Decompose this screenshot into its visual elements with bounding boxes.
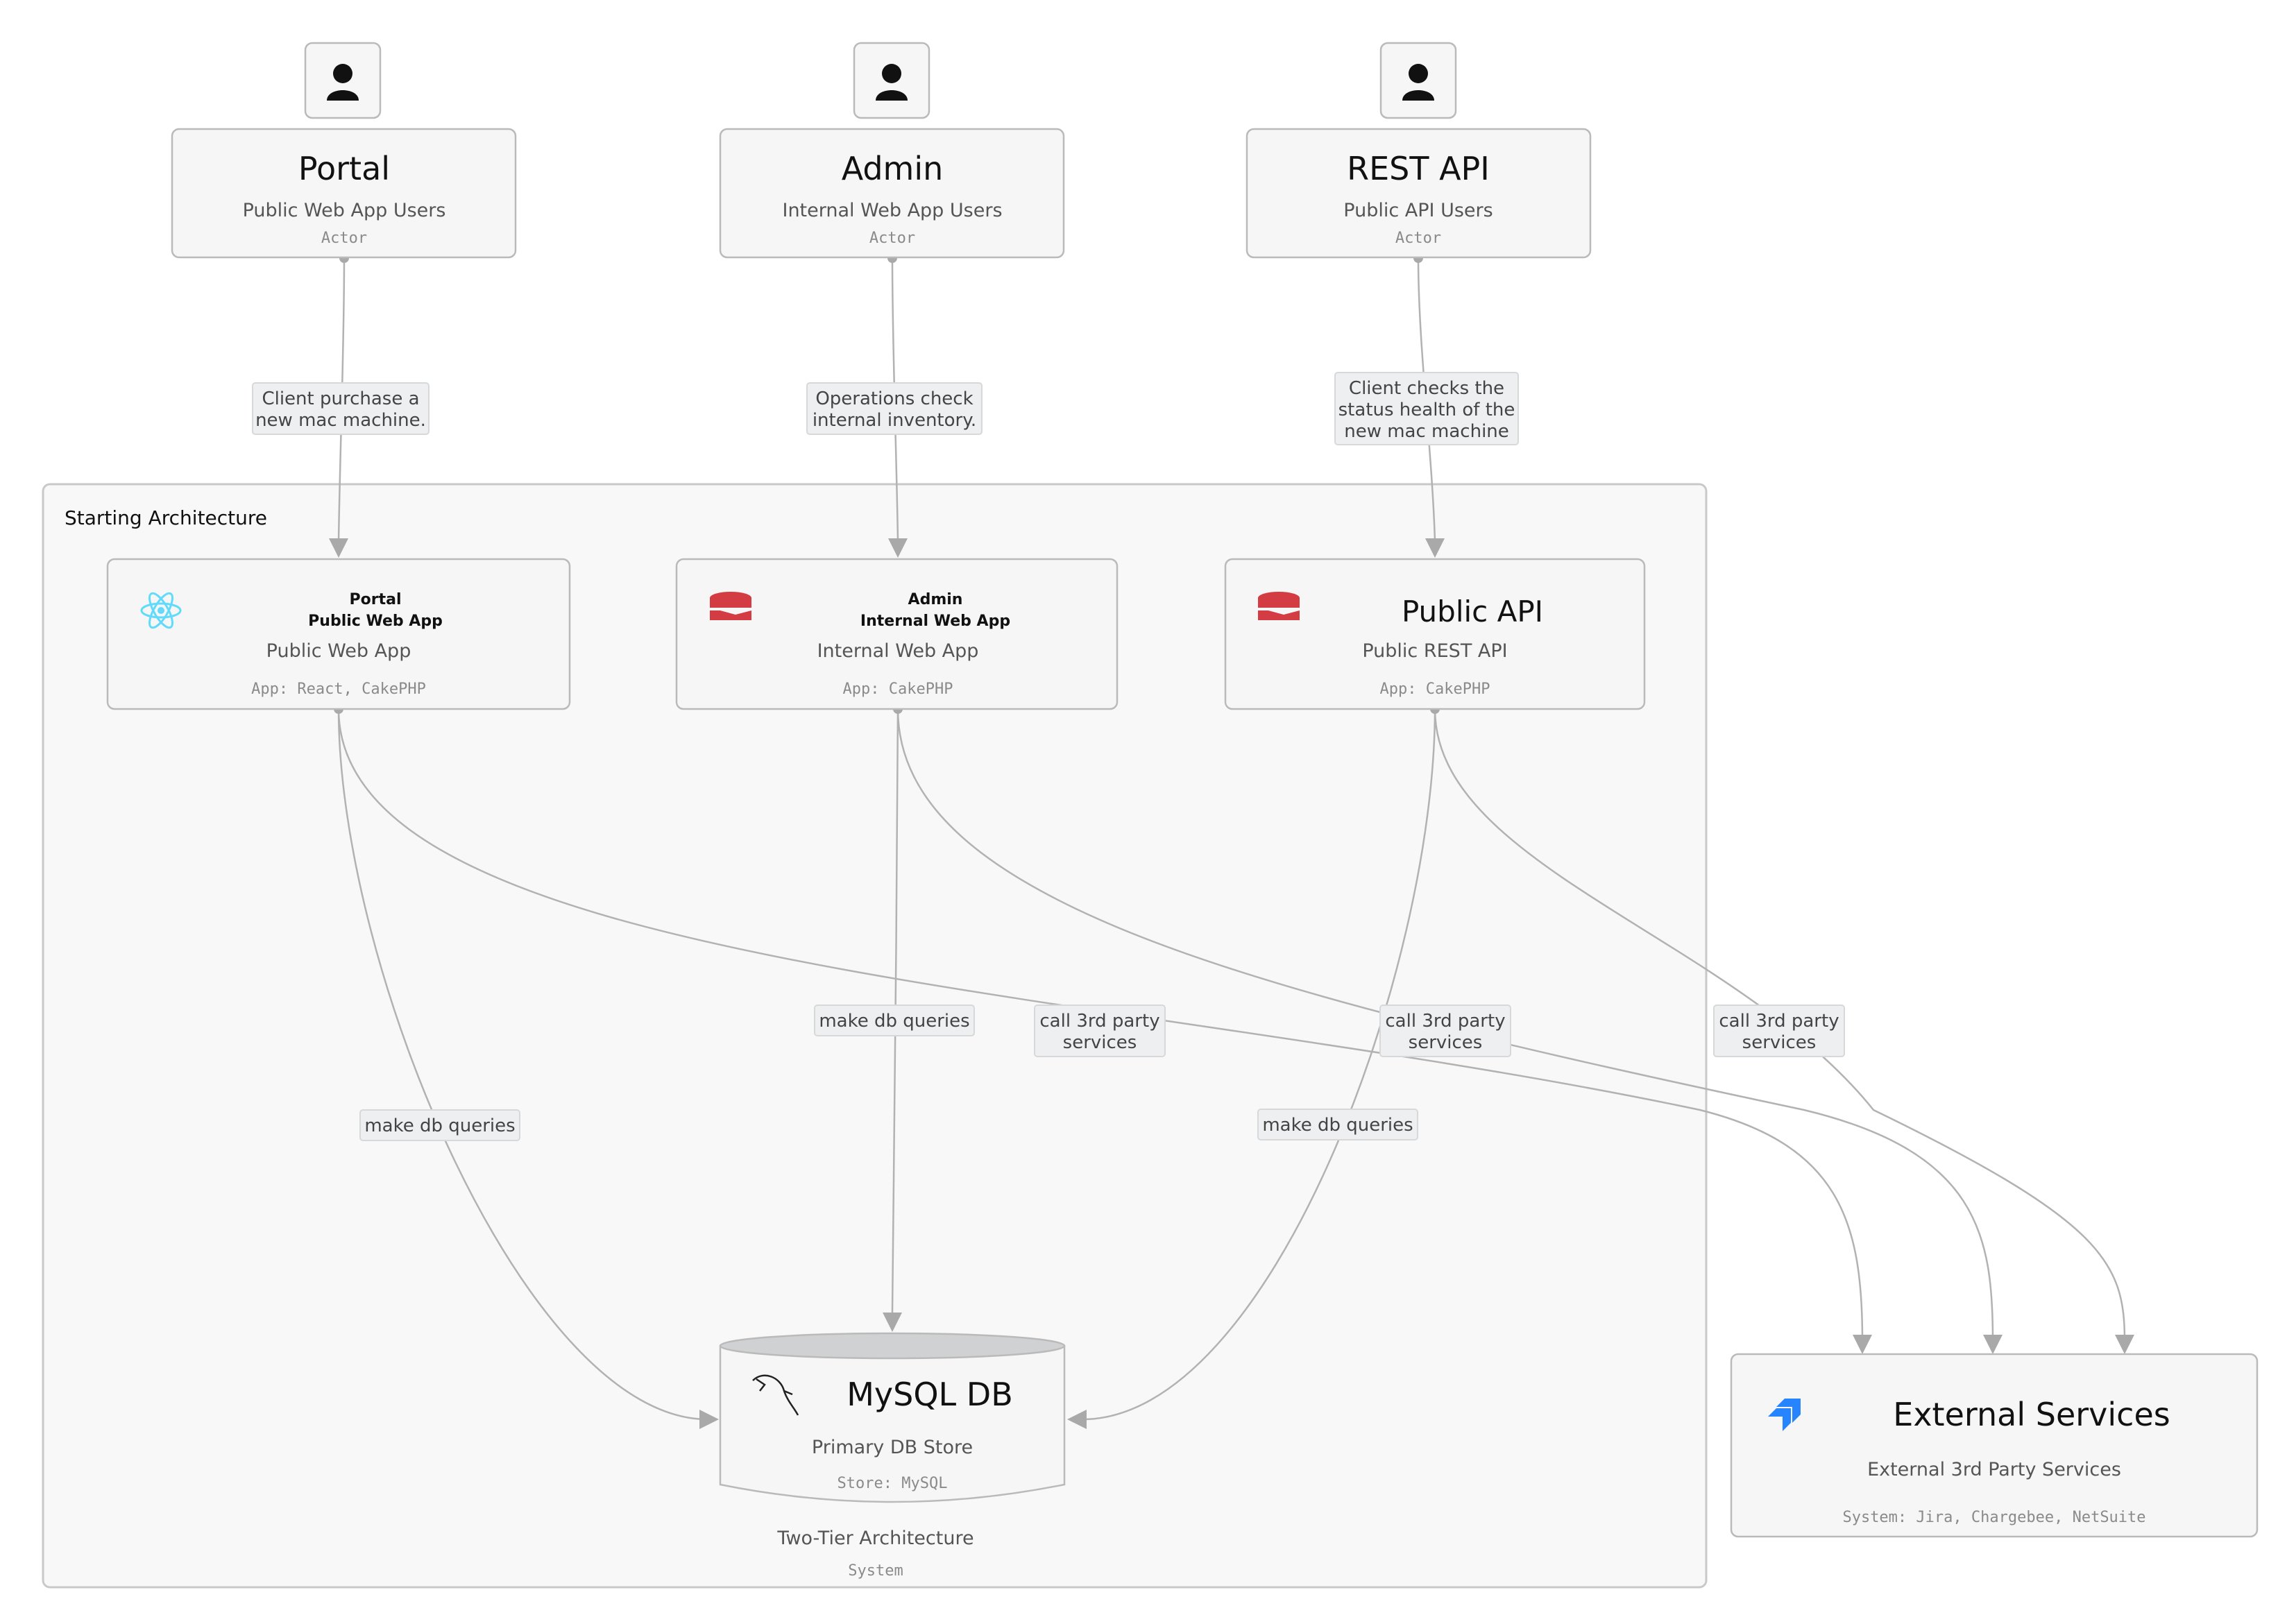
database-mysql[interactable]: MySQL DB Primary DB Store Store: MySQL <box>719 1332 1066 1503</box>
external-title: External Services <box>1893 1396 2170 1433</box>
edge-admin-app-to-external <box>896 708 1994 1341</box>
actor-type: Actor <box>321 230 367 247</box>
edge-label-line: new mac machine. <box>255 410 426 431</box>
edge-label-line: services <box>1409 1032 1483 1053</box>
group-footer-type: System <box>848 1562 903 1580</box>
edge-label-portal: Client purchase a new mac machine. <box>252 382 430 435</box>
edge-label-line: Client purchase a <box>262 388 419 409</box>
arrowhead <box>883 1313 902 1332</box>
actor-title: REST API <box>1347 150 1490 187</box>
group-title: Starting Architecture <box>65 506 267 529</box>
edge-label-line: call 3rd party <box>1719 1011 1839 1032</box>
arrowhead <box>1425 538 1445 558</box>
edge-label-line: call 3rd party <box>1039 1011 1159 1032</box>
edge-label-rest: Client checks the status health of the n… <box>1334 372 1519 445</box>
edge-label-3rd-admin: call 3rd party services <box>1379 1005 1511 1057</box>
edge-public-api-to-external <box>1434 708 2126 1341</box>
app-subtitle: Public Web App <box>266 640 411 662</box>
app-subtitle: Public REST API <box>1362 640 1507 662</box>
edge-label-line: new mac machine <box>1344 421 1509 442</box>
edge-label-line: services <box>1063 1032 1137 1053</box>
edge-portal-app-to-external <box>337 708 1864 1341</box>
db-title: MySQL DB <box>847 1376 1013 1413</box>
edge-label-line: call 3rd party <box>1385 1011 1505 1032</box>
actor-type: Actor <box>869 230 915 247</box>
app-name-line2: Internal Web App <box>860 613 1010 630</box>
app-portal[interactable]: Portal Public Web App Public Web App App… <box>106 558 571 710</box>
edge-label-admin: Operations check internal inventory. <box>806 382 983 435</box>
db-type: Store: MySQL <box>838 1475 948 1492</box>
person-icon <box>876 64 908 101</box>
actor-type: Actor <box>1395 230 1441 247</box>
edge-label-3rd-api: call 3rd party services <box>1713 1005 1845 1057</box>
actor-rest-api[interactable]: REST API Public API Users Actor <box>1245 42 1592 259</box>
app-public-api[interactable]: Public API Public REST API App: CakePHP <box>1224 558 1646 710</box>
cakephp-icon <box>1258 592 1300 620</box>
person-icon <box>327 64 359 101</box>
app-name-line1: Admin <box>908 591 963 608</box>
arrowhead <box>888 538 908 558</box>
edge-label-line: make db queries <box>364 1116 515 1136</box>
group-footer-label: Two-Tier Architecture <box>776 1528 974 1549</box>
mysql-dolphin-icon <box>752 1374 799 1416</box>
edge-label-line: make db queries <box>819 1011 969 1032</box>
app-name-line1: Portal <box>350 591 402 608</box>
jira-icon <box>1768 1399 1801 1431</box>
app-admin[interactable]: Admin Internal Web App Internal Web App … <box>675 558 1119 710</box>
edge-portal-app-to-db <box>337 708 708 1421</box>
edge-label-3rd-portal: call 3rd party services <box>1034 1005 1166 1057</box>
actor-admin[interactable]: Admin Internal Web App Users Actor <box>719 42 1065 259</box>
edge-label-line: services <box>1742 1032 1817 1053</box>
edge-label-line: internal inventory. <box>813 410 976 431</box>
external-services[interactable]: External Services External 3rd Party Ser… <box>1730 1353 2259 1538</box>
actor-title: Admin <box>842 150 944 187</box>
external-subtitle: External 3rd Party Services <box>1867 1459 2121 1480</box>
cakephp-icon <box>710 592 751 620</box>
actor-title: Portal <box>298 150 390 187</box>
actor-subtitle: Public API Users <box>1343 200 1493 221</box>
app-type: App: CakePHP <box>1380 681 1490 698</box>
arrowhead <box>1853 1335 1872 1354</box>
edge-label-line: Client checks the <box>1349 378 1504 399</box>
app-type: App: CakePHP <box>843 681 953 698</box>
app-title: Public API <box>1402 595 1543 629</box>
actor-subtitle: Internal Web App Users <box>782 200 1002 221</box>
actor-portal[interactable]: Portal Public Web App Users Actor <box>171 42 517 259</box>
arrowhead <box>1067 1410 1087 1429</box>
app-subtitle: Internal Web App <box>817 640 979 662</box>
arrowhead <box>1983 1335 2003 1354</box>
db-subtitle: Primary DB Store <box>812 1437 973 1458</box>
edge-label-db-admin: make db queries <box>814 1005 975 1036</box>
edge-label-line: status health of the <box>1338 400 1515 420</box>
external-type: System: Jira, Chargebee, NetSuite <box>1842 1509 2145 1526</box>
edge-label-line: Operations check <box>815 388 973 409</box>
arrowhead <box>2115 1335 2134 1354</box>
edge-label-db-api: make db queries <box>1257 1109 1418 1140</box>
app-type: App: React, CakePHP <box>251 681 426 698</box>
edge-label-line: make db queries <box>1262 1115 1413 1136</box>
edge-public-api-to-db <box>1082 708 1436 1421</box>
arrowhead <box>329 538 348 558</box>
actor-subtitle: Public Web App Users <box>243 200 446 221</box>
react-icon <box>140 592 182 629</box>
arrowhead <box>699 1410 719 1429</box>
person-icon <box>1402 64 1434 101</box>
edge-label-db-portal: make db queries <box>359 1109 520 1141</box>
app-name-line2: Public Web App <box>308 613 443 630</box>
